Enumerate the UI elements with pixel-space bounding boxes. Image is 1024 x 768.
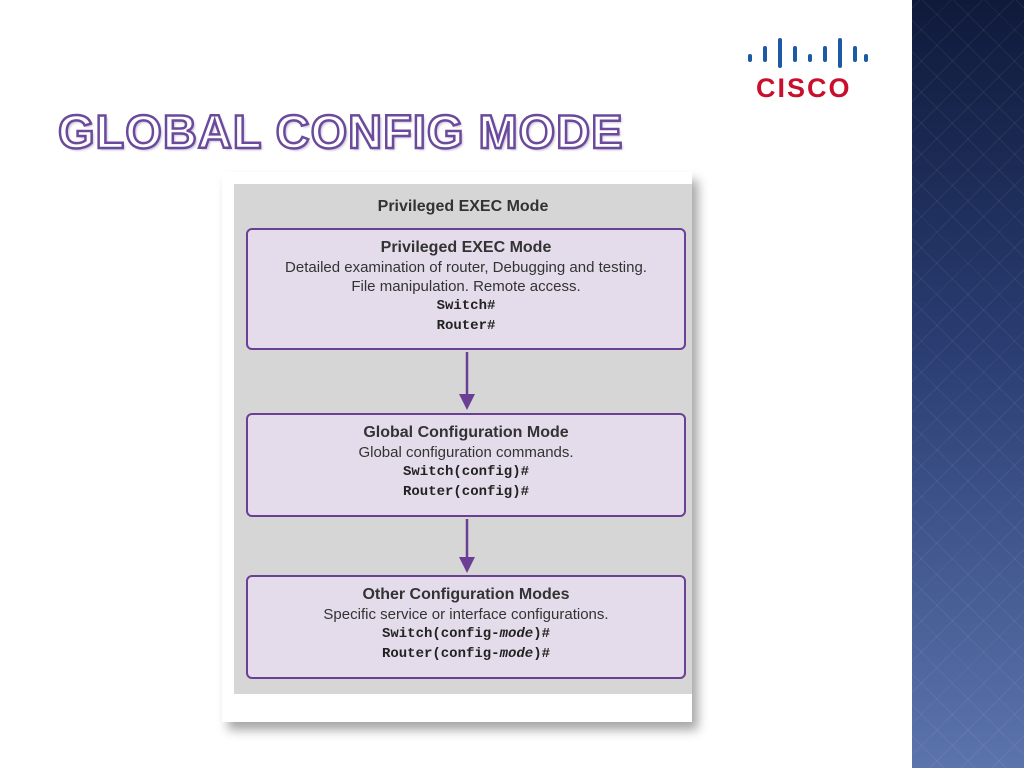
command-prompt-switch: Switch#: [436, 298, 496, 314]
box-title: Privileged EXEC Mode: [380, 239, 552, 256]
box-title: Other Configuration Modes: [362, 586, 570, 603]
box-description-line: Global configuration commands.: [358, 444, 574, 461]
global-config-box: Global Configuration Mode Global configu…: [246, 413, 686, 517]
other-config-modes-box: Other Configuration Modes Specific servi…: [246, 575, 686, 679]
side-decorative-band: [912, 0, 1024, 768]
privileged-exec-box: Privileged EXEC Mode Detailed examinatio…: [246, 228, 686, 350]
cisco-bars-icon: [748, 38, 868, 68]
diagram-panel: Privileged EXEC Mode Privileged EXEC Mod…: [234, 184, 692, 694]
box-description-line: Detailed examination of router, Debuggin…: [285, 259, 647, 276]
down-arrow-icon: [459, 352, 475, 410]
command-prompt-router: Router(config)#: [402, 484, 530, 500]
cisco-wordmark: CISCO: [756, 73, 852, 103]
box-title: Global Configuration Mode: [363, 424, 569, 441]
panel-title: Privileged EXEC Mode: [377, 198, 549, 215]
mode-diagram-figure: Privileged EXEC Mode Privileged EXEC Mod…: [222, 172, 692, 722]
down-arrow-icon: [459, 519, 475, 573]
command-prompt-router: Router#: [436, 318, 496, 334]
command-prompt-router: Router(config-mode)#: [381, 646, 551, 662]
command-prompt-switch: Switch(config)#: [402, 464, 530, 480]
box-description-line: File manipulation. Remote access.: [351, 278, 581, 295]
box-description-line: Specific service or interface configurat…: [323, 606, 609, 623]
slide-title: Global Config Mode: [57, 104, 624, 160]
command-prompt-switch: Switch(config-mode)#: [381, 626, 551, 642]
cisco-logo: CISCO: [746, 36, 870, 106]
